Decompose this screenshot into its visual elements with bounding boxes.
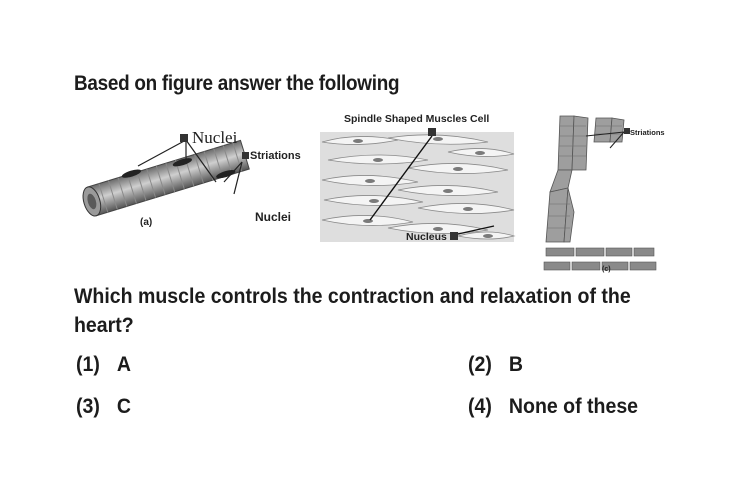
option-1[interactable]: (1) A <box>76 353 131 377</box>
option-3[interactable]: (3) C <box>76 395 131 419</box>
option-4-number: (4) <box>468 395 492 418</box>
caption-c: (c) <box>602 266 611 273</box>
label-spindle-cell: Spindle Shaped Muscles Cell <box>344 113 489 125</box>
label-nucleus: Nucleus <box>406 231 447 243</box>
option-1-text: A <box>116 353 132 376</box>
instruction-heading: Based on figure answer the following <box>74 72 400 95</box>
option-2[interactable]: (2) B <box>468 353 523 377</box>
figure-c-cardiac-muscle: Striations (c) <box>540 112 680 276</box>
option-2-number: (2) <box>468 353 492 376</box>
option-1-number: (1) <box>76 353 100 376</box>
option-4[interactable]: (4) None of these <box>468 395 638 419</box>
caption-a: (a) <box>140 217 152 228</box>
question-text: Which muscle controls the contraction an… <box>74 285 631 337</box>
label-striations-a: Striations <box>250 150 301 162</box>
option-2-text: B <box>508 353 524 376</box>
option-3-number: (3) <box>76 395 100 418</box>
figure-b-smooth-muscle: Spindle Shaped Muscles Cell Nucleus <box>318 108 518 260</box>
option-4-text: None of these <box>508 395 639 418</box>
label-striations-c: Striations <box>630 128 665 137</box>
option-3-text: C <box>116 395 132 418</box>
label-nuclei-top: Nuclei <box>192 128 238 147</box>
figure-a-skeletal-muscle: Nuclei Striations Nuclei (a) <box>76 124 316 236</box>
label-nuclei-bottom: Nuclei <box>255 210 291 224</box>
